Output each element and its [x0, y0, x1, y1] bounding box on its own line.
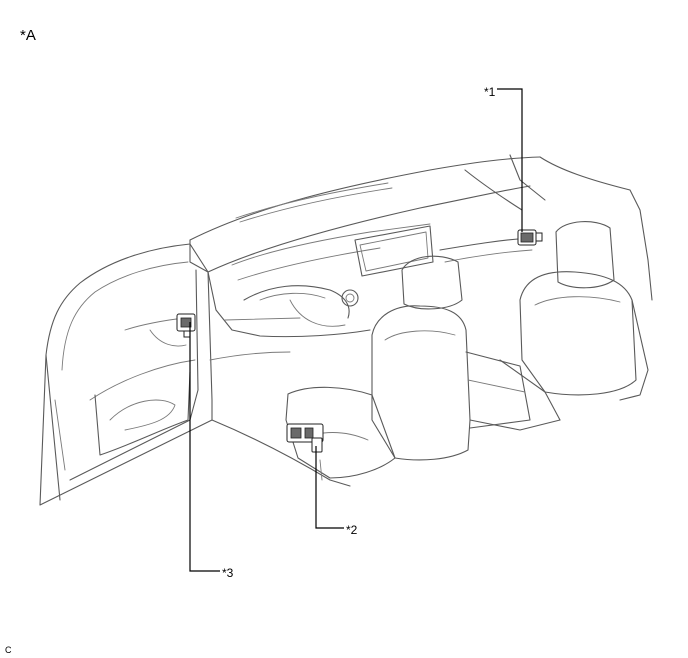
leader-line-1: [497, 88, 523, 232]
figure-code: C: [5, 645, 12, 655]
center-console: [465, 351, 531, 429]
passenger-seat: [499, 221, 649, 421]
view-label: *A: [20, 27, 36, 44]
leader-line-3: [189, 322, 220, 572]
callout-label-3: *3: [222, 566, 234, 580]
floor-sill: [209, 351, 561, 487]
driver-seat: [285, 255, 471, 481]
component-3: [176, 313, 196, 338]
front-door: [39, 243, 213, 506]
component-2: [286, 423, 324, 453]
dashboard: [189, 154, 653, 338]
callout-label-1: *1: [484, 85, 496, 99]
leader-lines: [189, 88, 523, 572]
component-1: [517, 229, 543, 246]
callout-label-2: *2: [346, 523, 358, 537]
leader-line-2: [315, 446, 344, 529]
